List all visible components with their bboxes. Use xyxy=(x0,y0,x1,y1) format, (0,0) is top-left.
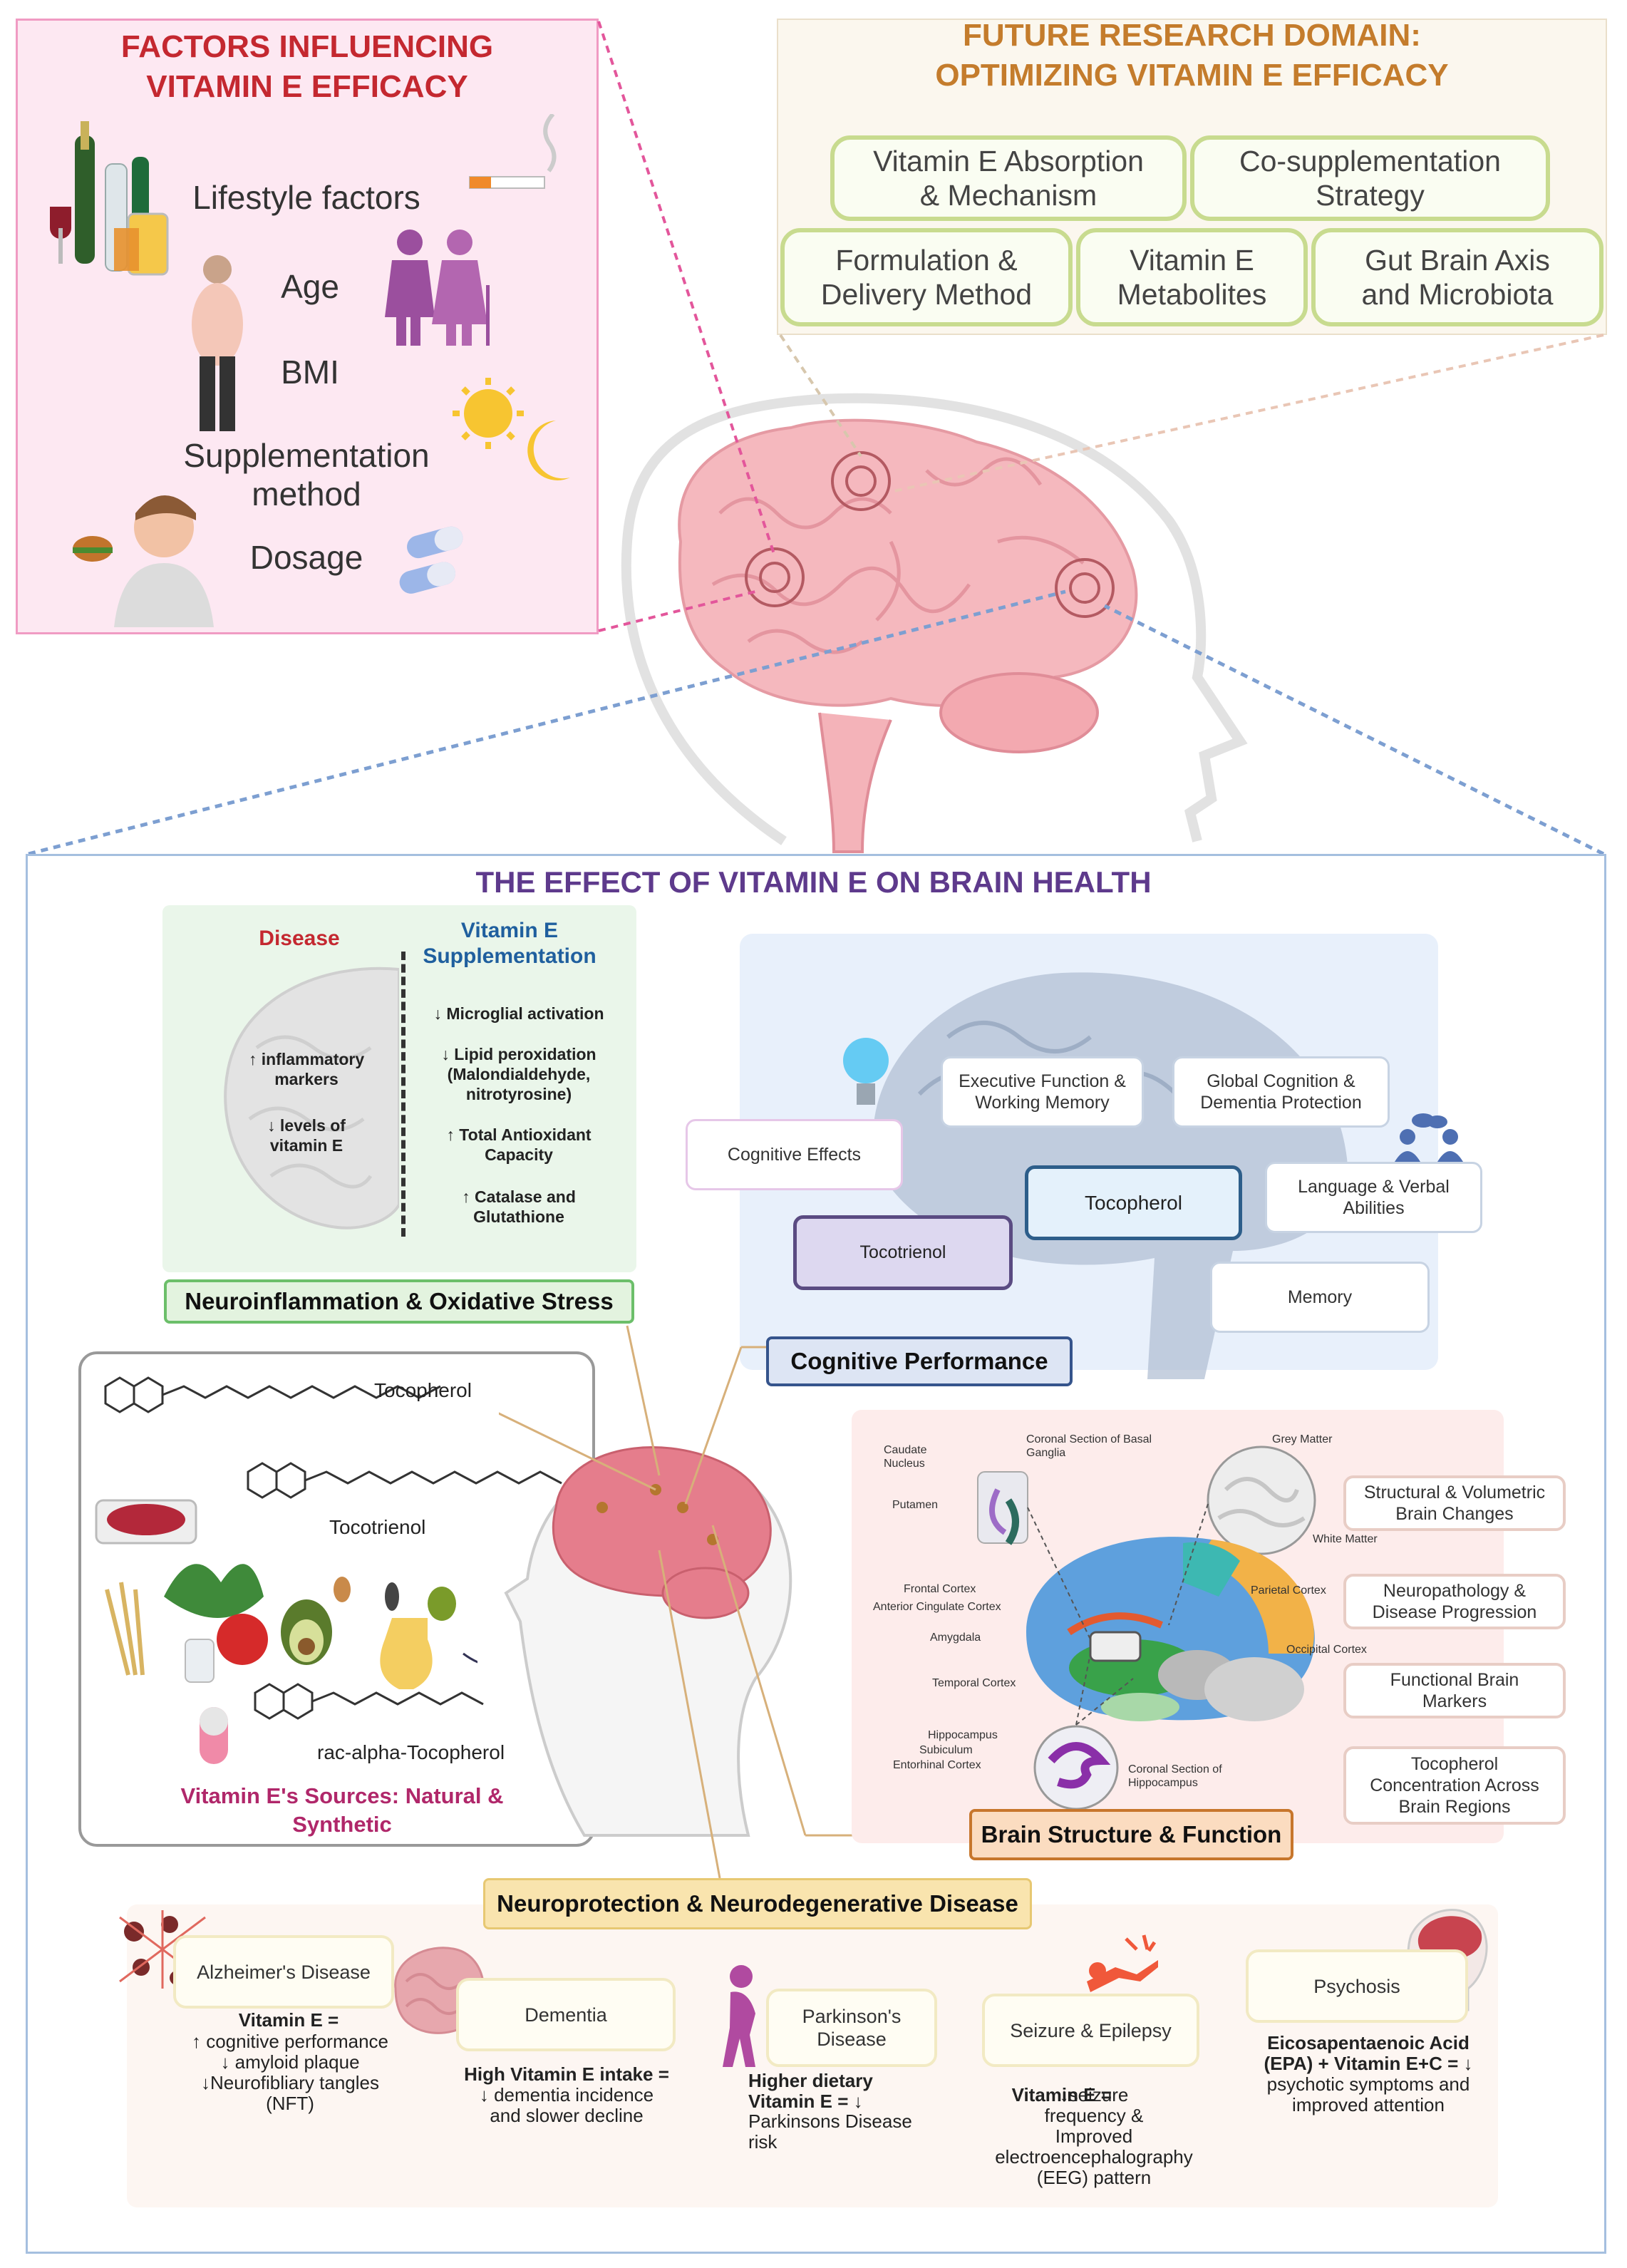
supp-item-microglial: ↓ Microglial activation xyxy=(433,1004,604,1023)
memory-box: Memory xyxy=(1210,1262,1430,1333)
global-cognition-box: Global Cognition & Dementia Protection xyxy=(1172,1056,1390,1128)
disease-item-inflammatory: ↑ inflammatory markers xyxy=(248,1050,365,1088)
neuroprotection-tag: Neuroprotection & Neurodegenerative Dise… xyxy=(483,1878,1032,1929)
label-grey-matter: Grey Matter xyxy=(1272,1433,1333,1445)
functional-markers-box: Functional Brain Markers xyxy=(1343,1663,1566,1718)
label-parietal-cortex: Parietal Cortex xyxy=(1251,1584,1326,1597)
label-putamen: Putamen xyxy=(892,1499,939,1511)
seizure-epilepsy-box: Seizure & Epilepsy xyxy=(982,1994,1199,2067)
rac-alpha-tocopherol-label: rac-alpha-Tocopherol xyxy=(317,1741,505,1763)
tocotrienol-label: Tocotrienol xyxy=(329,1516,426,1538)
people-talking-icon xyxy=(1395,1113,1463,1162)
future-research-title: FUTURE RESEARCH DOMAIN: OPTIMIZING VITAM… xyxy=(935,18,1449,93)
tocopherol-concentration-box: Tocopherol Concentration Across Brain Re… xyxy=(1343,1746,1566,1825)
vitamin-e-metabolites-pill: Vitamin E Metabolites xyxy=(1076,228,1308,326)
cognitive-performance-tag: Cognitive Performance xyxy=(766,1336,1073,1386)
sources-title: Vitamin E's Sources: Natural & Synthetic xyxy=(180,1783,504,1837)
dosage-label: Dosage xyxy=(249,539,363,576)
synthetic-capsule-icon xyxy=(200,1707,228,1764)
supp-item-catalase: ↑ Catalase and Glutathione xyxy=(462,1187,576,1226)
supp-item-lipid: ↓ Lipid peroxidation (Malondialdehyde, n… xyxy=(441,1045,596,1103)
alzheimers-text: ↑ cognitive performance ↓ amyloid plaque… xyxy=(191,2031,389,2114)
brain-structure-illustration xyxy=(977,1445,1316,1810)
dementia-text: ↓ dementia incidence and slower decline xyxy=(479,2084,654,2126)
label-white-matter: White Matter xyxy=(1313,1533,1378,1545)
seizure-bold-text: Vitamin E = xyxy=(1011,2084,1112,2105)
parkinsons-person-icon xyxy=(723,1965,755,2067)
bottles-icon xyxy=(50,121,169,276)
psychosis-bold-text: Eicosapentaenoic Acid (EPA) + Vitamin E+… xyxy=(1264,2032,1473,2074)
neuropathology-box: Neuropathology & Disease Progression xyxy=(1343,1574,1566,1629)
cognitive-effects-box: Cognitive Effects xyxy=(686,1119,903,1190)
supp-item-antioxidant: ↑ Total Antioxidant Capacity xyxy=(446,1125,592,1164)
factors-title: FACTORS INFLUENCING VITAMIN E EFFICACY xyxy=(120,29,494,104)
disease-header: Disease xyxy=(259,927,340,950)
tocopherol-label: Tocopherol xyxy=(374,1379,472,1401)
label-occipital-cortex: Occipital Cortex xyxy=(1286,1644,1367,1656)
supplementation-method-label: Supplementation method xyxy=(183,437,430,512)
molecule-structures xyxy=(104,1376,562,1720)
elderly-couple-icon xyxy=(385,230,490,346)
gut-brain-axis-pill: Gut Brain Axis and Microbiota xyxy=(1311,228,1603,326)
alzheimers-bold-text: Vitamin E = xyxy=(238,2009,339,2031)
sun-moon-icon xyxy=(453,378,570,480)
central-head-brain xyxy=(28,21,1605,856)
lightbulb-icon xyxy=(843,1038,889,1105)
co-supplementation-pill: Co-supplementation Strategy xyxy=(1190,135,1550,221)
neuroinflammation-tag: Neuroinflammation & Oxidative Stress xyxy=(164,1279,634,1324)
alzheimers-box: Alzheimer's Disease xyxy=(173,1935,394,2009)
factors-panel xyxy=(16,19,599,634)
seizure-person-icon xyxy=(1087,1934,1158,1992)
brain-structure-tag: Brain Structure & Function xyxy=(969,1809,1293,1860)
structural-volumetric-box: Structural & Volumetric Brain Changes xyxy=(1343,1475,1566,1531)
language-verbal-box: Language & Verbal Abilities xyxy=(1265,1162,1482,1233)
main-title: THE EFFECT OF VITAMIN E ON BRAIN HEALTH xyxy=(475,865,1152,899)
absorption-mechanism-pill: Vitamin E Absorption & Mechanism xyxy=(830,135,1187,221)
formulation-delivery-pill: Formulation & Delivery Method xyxy=(780,228,1073,326)
brain-cerebellum xyxy=(939,672,1099,753)
half-brain-icon xyxy=(224,967,399,1230)
executive-function-box: Executive Function & Working Memory xyxy=(941,1056,1144,1128)
bmi-label: BMI xyxy=(281,354,339,391)
label-amygdala: Amygdala xyxy=(930,1632,981,1644)
person-eating-icon xyxy=(73,495,214,627)
lifestyle-factors-label: Lifestyle factors xyxy=(192,179,420,216)
label-coronal-hippocampus: Coronal Section of Hippocampus xyxy=(1128,1763,1222,1789)
label-anterior-cingulate: Anterior Cingulate Cortex xyxy=(873,1601,1001,1613)
dementia-bold-text: High Vitamin E intake = xyxy=(464,2063,669,2085)
parkinsons-box: Parkinson's Disease xyxy=(766,1989,937,2067)
person-bmi-icon xyxy=(192,255,243,431)
seizure-text: ↓seizure frequency & Improved electroenc… xyxy=(995,2084,1193,2188)
label-frontal-cortex: Frontal Cortex xyxy=(904,1583,976,1595)
label-subiculum: Subiculum xyxy=(919,1744,973,1756)
pills-icon xyxy=(399,526,463,594)
age-label: Age xyxy=(281,268,339,305)
label-caudate: Caudate Nucleus xyxy=(884,1444,927,1470)
cigarette-icon xyxy=(469,114,557,189)
tocotrienol-box: Tocotrienol xyxy=(793,1215,1013,1290)
parkinsons-bold-text: Higher dietary Vitamin E = ↓ xyxy=(748,2070,873,2112)
divider-line xyxy=(401,952,406,1237)
psychosis-text: psychotic symptoms and improved attentio… xyxy=(1266,2073,1470,2115)
dementia-box: Dementia xyxy=(456,1978,676,2051)
label-temporal-cortex: Temporal Cortex xyxy=(932,1677,1016,1689)
parkinsons-text: Parkinsons Disease risk xyxy=(748,2110,912,2153)
label-hippocampus: Hippocampus xyxy=(928,1729,998,1741)
psychosis-box: Psychosis xyxy=(1246,1949,1468,2023)
disease-item-vitamin-levels: ↓ levels of vitamin E xyxy=(267,1116,346,1155)
tocopherol-box: Tocopherol xyxy=(1025,1165,1242,1240)
label-coronal-basal: Coronal Section of Basal Ganglia xyxy=(1026,1433,1152,1459)
supplementation-header: Vitamin E Supplementation xyxy=(423,919,596,968)
natural-food-sources-icon xyxy=(95,1499,477,1689)
label-entorhinal: Entorhinal Cortex xyxy=(893,1759,981,1771)
